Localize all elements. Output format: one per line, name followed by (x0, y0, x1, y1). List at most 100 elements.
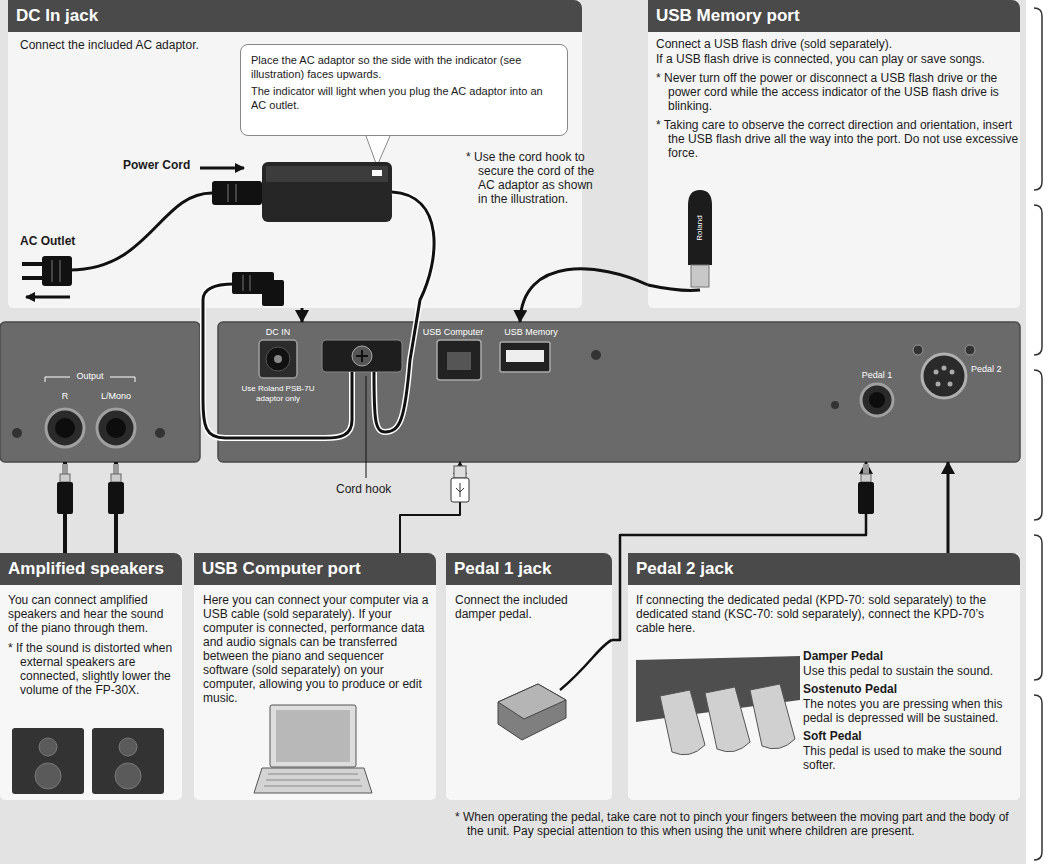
callout-tail (366, 136, 390, 166)
panel-heading: DC In jack (8, 0, 582, 32)
screw (965, 345, 975, 355)
panel-ground (648, 0, 1020, 308)
port-socket (447, 352, 471, 370)
adaptor-top-face (266, 166, 388, 182)
panel-heading: Amplified speakers (0, 553, 182, 585)
jack-hole (106, 418, 126, 438)
plug-body (858, 482, 874, 514)
insert-arrow (200, 167, 244, 170)
jack-label: USB Computer (414, 327, 492, 338)
callout-box: Place the AC adaptor so the side with th… (240, 44, 568, 136)
insert-arrow (26, 296, 70, 299)
laptop-screen (270, 705, 356, 767)
tab (1034, 535, 1042, 680)
plug-prong (22, 262, 42, 266)
brand-label: Roland (695, 215, 705, 240)
cable-connector (947, 462, 950, 553)
part-label: Cord hook (336, 482, 391, 496)
panel-ground (628, 553, 1020, 800)
tab (1034, 695, 1042, 860)
speaker (12, 728, 84, 794)
panel-heading: Pedal 1 jack (446, 553, 612, 585)
note-text: * Never turn off the power or disconnect… (656, 71, 1023, 113)
section-tabs (1034, 8, 1042, 860)
panel-hole (831, 401, 839, 409)
leader-line (366, 376, 367, 478)
pedal-cable (560, 640, 612, 690)
usb-computer-panel: USB Computer portHere you can connect yo… (194, 553, 436, 800)
plug-tip (62, 464, 68, 474)
laptop-keys (264, 774, 362, 786)
body-text: Sostenuto Pedal (803, 682, 1015, 696)
plug-sleeve (111, 474, 121, 482)
jack-hole (266, 347, 290, 371)
output-jack (97, 409, 135, 447)
plug-ridge (227, 184, 229, 202)
body-text: If a USB flash drive is connected, you c… (656, 52, 1011, 66)
din-pin (936, 382, 941, 387)
pedal-top (498, 684, 566, 719)
panel-ground (446, 553, 612, 800)
plug-ridge (59, 260, 61, 282)
power-cord (70, 193, 212, 270)
note-text: * If the sound is distorted when externa… (8, 641, 188, 697)
unit-pedal (705, 687, 750, 752)
plug-body (108, 482, 124, 514)
screw-cross (356, 350, 368, 362)
jack-pin (274, 355, 282, 363)
jack-label: Use Roland PSB-7U adaptor only (230, 384, 326, 404)
plug-body (57, 482, 73, 514)
adaptor-indicator (372, 170, 382, 176)
part-label: Power Cord (123, 158, 190, 172)
panel-ground (218, 322, 1020, 462)
pedal2-panel: Pedal 2 jack If connecting the dedicated … (628, 553, 1020, 800)
cable-connector (400, 462, 460, 553)
cord-hook (322, 340, 402, 372)
body-text: Connect the included AC adaptor. (20, 38, 250, 52)
body-text: You can connect amplified speakers and h… (8, 593, 176, 635)
speaker (92, 728, 164, 794)
panel-heading: Pedal 2 jack (628, 553, 1020, 585)
jack-label: Output (58, 371, 122, 382)
usb-plug-metal (454, 466, 466, 478)
rear-panel: DC IN Use Roland PSB-7U adaptor only USB C… (218, 322, 1020, 462)
usb-memory-panel: USB Memory portConnect a USB flash drive… (648, 0, 1020, 308)
body-text: The notes you are pressing when this ped… (803, 697, 1015, 725)
hook-screw (352, 346, 372, 366)
plug-tip (863, 464, 869, 474)
speaker-woofer (115, 763, 141, 789)
plug-sleeve (861, 474, 871, 482)
margin-strip (1026, 0, 1048, 864)
plug-ridge (51, 260, 53, 282)
power-cord-plug (212, 181, 262, 205)
note-text: * When operating the pedal, take care no… (455, 810, 1027, 838)
jack-hole (869, 392, 885, 408)
body-text: Soft Pedal (803, 729, 1015, 743)
cable-connector (301, 308, 304, 322)
body-text: Place the AC adaptor so the side with th… (251, 53, 557, 81)
plug-tip (113, 464, 119, 474)
adaptor-cable (374, 192, 434, 432)
cable-outline (374, 192, 434, 432)
damper-pedal (498, 684, 566, 740)
ac-adaptor (262, 162, 392, 222)
din-pin (948, 382, 953, 387)
drive-connector (691, 265, 709, 287)
body-text: Here you can connect your computer via a… (203, 593, 429, 705)
panel-ground (194, 553, 436, 800)
jack-label: DC IN (248, 327, 308, 338)
dc-plug-head (262, 280, 284, 306)
screw (913, 345, 923, 355)
plug-ridge (235, 184, 237, 202)
screw (155, 428, 165, 438)
body-text: Connect the included damper pedal. (455, 593, 605, 621)
body-text: If connecting the dedicated pedal (KPD-7… (636, 593, 1012, 635)
adaptor-cable (203, 284, 352, 438)
body-text: The indicator will light when you plug t… (251, 84, 557, 112)
plug-sleeve (60, 474, 70, 482)
plug-ridge (242, 275, 244, 291)
screw (12, 428, 22, 438)
rear-panel: OutputRL/Mono (0, 322, 200, 462)
unit-pedal (750, 684, 795, 749)
usb-flash-drive (688, 190, 712, 265)
